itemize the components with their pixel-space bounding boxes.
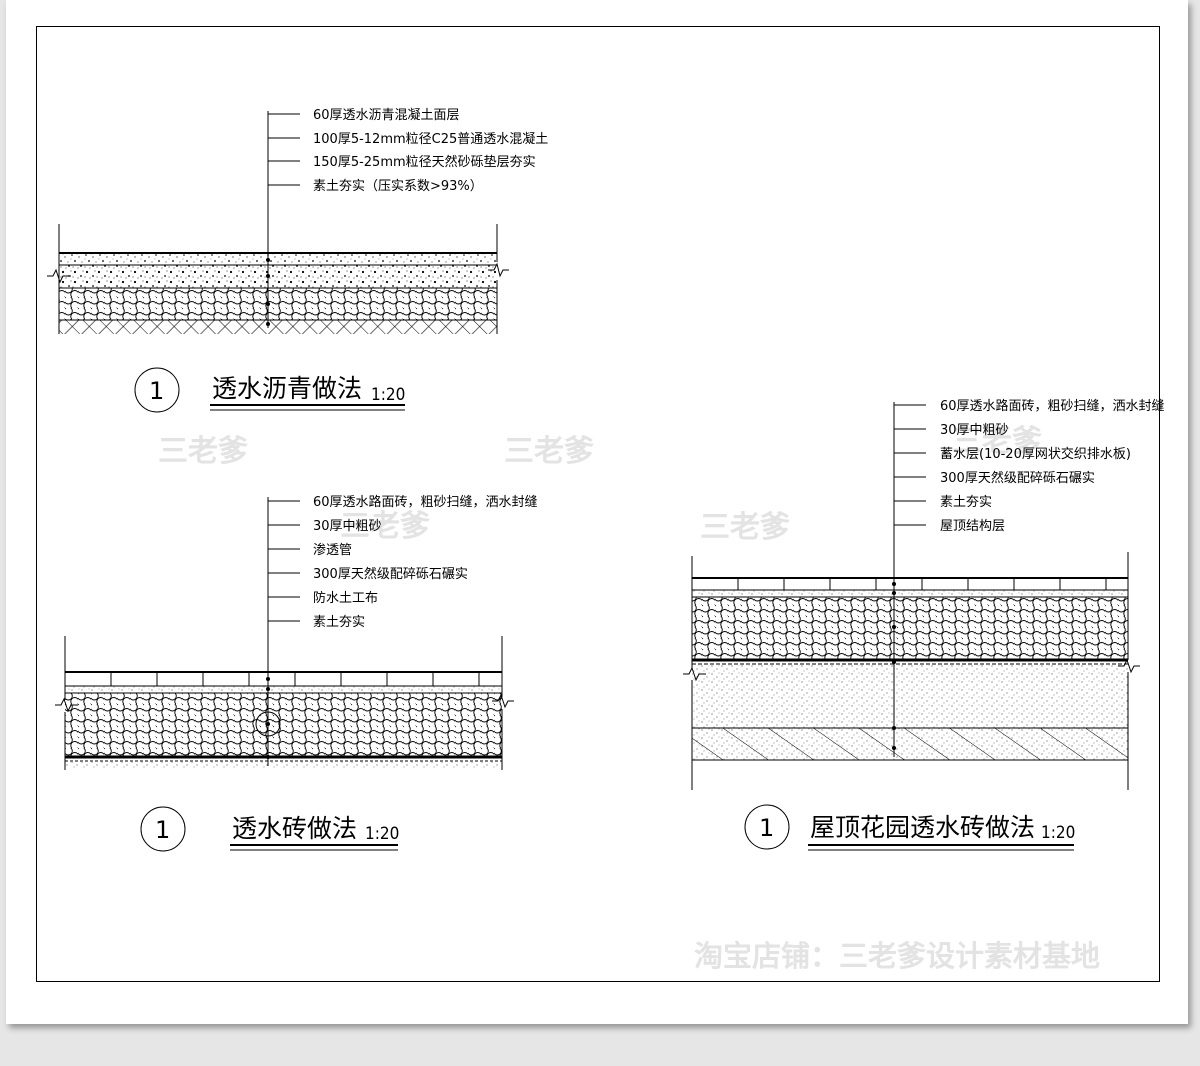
asphalt-section — [47, 111, 509, 334]
layer-label: 30厚中粗砂 — [313, 519, 382, 534]
roof-title-block — [744, 804, 1074, 851]
watermark-small: 三老爹 — [340, 509, 430, 544]
detail-scale: 1:20 — [1041, 823, 1075, 843]
watermark-footer: 淘宝店铺：三老爹设计素材基地 — [694, 939, 1100, 973]
detail-scale: 1:20 — [365, 824, 399, 844]
watermark-small: 三老爹 — [700, 510, 790, 545]
watermark-small: 三老爹 — [504, 434, 594, 469]
brick-section — [55, 497, 514, 770]
watermark-small: 三老爹 — [952, 424, 1042, 459]
layer-label: 渗透管 — [313, 543, 352, 558]
layer-label: 300厚天然级配碎砾石碾实 — [940, 470, 1095, 486]
watermark-small: 三老爹 — [158, 434, 248, 469]
detail-number: 1 — [149, 377, 164, 405]
layer-label: 30厚中粗砂 — [940, 423, 1009, 438]
drawing-frame — [36, 26, 1160, 982]
layer-label: 60厚透水沥青混凝土面层 — [313, 107, 460, 123]
brick-title-block — [140, 806, 398, 852]
detail-scale: 1:20 — [371, 385, 405, 405]
layer-label: 素土夯实 — [313, 615, 365, 630]
roof-section — [683, 402, 1140, 790]
layer-label: 150厚5-25mm粒径天然砂砾垫层夯实 — [313, 154, 536, 170]
layer-label: 防水土工布 — [313, 590, 378, 606]
detail-title: 透水沥青做法 — [212, 374, 362, 403]
layer-label: 素土夯实 — [940, 495, 992, 510]
layer-label: 100厚5-12mm粒径C25普通透水混凝土 — [313, 131, 548, 147]
detail-number: 1 — [155, 816, 170, 844]
layer-label: 60厚透水路面砖，粗砂扫缝，洒水封缝 — [940, 398, 1165, 414]
layer-label: 60厚透水路面砖，粗砂扫缝，洒水封缝 — [313, 494, 538, 510]
layer-label: 屋顶结构层 — [940, 519, 1005, 534]
detail-number: 1 — [759, 814, 774, 842]
layer-label: 素土夯实（压实系数>93%） — [313, 179, 483, 194]
asphalt-title-block — [134, 367, 405, 413]
layer-label: 300厚天然级配碎砾石碾实 — [313, 566, 468, 582]
layer-label: 蓄水层(10-20厚网状交织排水板) — [940, 446, 1131, 462]
drawing-sheet — [6, 0, 1188, 1024]
detail-title: 屋顶花园透水砖做法 — [810, 813, 1035, 842]
detail-title: 透水砖做法 — [232, 814, 357, 843]
